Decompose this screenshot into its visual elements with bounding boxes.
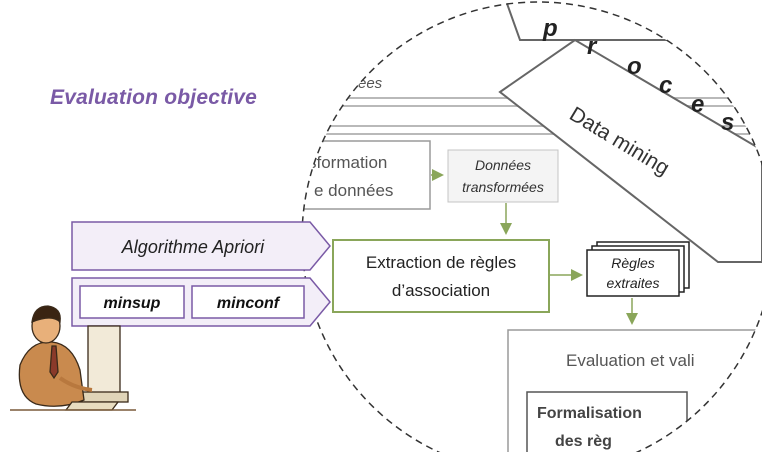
regles-extraites-stack: Règles extraites <box>586 241 690 297</box>
formalisation-line-1: Formalisation <box>537 405 642 422</box>
regles-line-2: extraites <box>607 275 660 291</box>
formalisation-line-2: des règ <box>555 433 612 450</box>
minsup-label: minsup <box>104 295 161 312</box>
minconf-box <box>191 285 305 319</box>
magnified-lens-content: ées sformation e données Données transfo… <box>302 2 762 452</box>
data-mining-ribbon <box>498 38 762 263</box>
process-letter-e: e <box>691 91 704 118</box>
donnees-transformees-box <box>447 149 559 203</box>
donnees-line-2: transformées <box>462 179 544 195</box>
donnees-line-1: Données <box>475 157 531 173</box>
evaluation-objective-title: Evaluation objective <box>50 86 258 109</box>
process-letter-p: p <box>542 15 558 42</box>
process-letters: p r o c e s <box>542 15 734 136</box>
minconf-label: minconf <box>217 295 281 312</box>
process-letter-o: o <box>627 53 642 80</box>
transformation-line-1: sformation <box>308 153 387 172</box>
regles-line-1: Règles <box>611 255 655 271</box>
algorithm-arrow <box>71 221 331 271</box>
person-at-computer-icon <box>10 305 136 411</box>
extraction-line-1: Extraction de règles <box>366 253 516 272</box>
extraction-line-2: d’association <box>392 281 490 300</box>
algorithm-label: Algorithme Apriori <box>121 237 265 257</box>
process-letter-s: s <box>721 109 734 136</box>
process-letter-c: c <box>659 72 672 99</box>
transformation-box <box>302 140 431 210</box>
minsup-box <box>79 285 185 319</box>
top-fragment-label: ées <box>358 75 383 92</box>
transformation-line-2: e données <box>314 181 393 200</box>
process-letter-r: r <box>587 33 598 60</box>
evaluation-label: Evaluation et vali <box>566 351 695 370</box>
extraction-box <box>332 239 550 313</box>
